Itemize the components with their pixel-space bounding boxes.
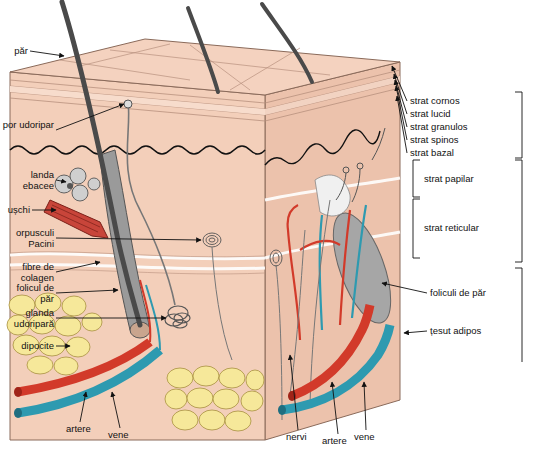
layer-label: strat papilar (424, 173, 514, 184)
nerve-label: nervi (286, 431, 320, 442)
pore-label: por udoripar (2, 119, 54, 130)
collagen-label: fibre de colagen (2, 261, 54, 283)
follicle-label: folicul de păr (2, 282, 54, 304)
follicle-label: foliculi de păr (430, 287, 520, 298)
hair-label: păr (2, 45, 28, 56)
layer-label: strat cornos (410, 95, 510, 106)
layer-label: strat spinos (410, 134, 510, 145)
gland-label: glanda udoripară (2, 307, 54, 329)
tissue-label: țesut adipos (430, 325, 520, 336)
layer-label: strat reticular (424, 222, 514, 233)
layer-label: strat bazal (410, 147, 510, 158)
layer-label: strat granulos (410, 121, 510, 132)
vessel-label: vene (108, 429, 142, 440)
muscle-label: ușchi (2, 204, 30, 215)
gland-label: landa ebacee (2, 169, 54, 191)
layer-label: strat lucid (410, 108, 510, 119)
vessel-label: vene (354, 431, 388, 442)
adipocyte-label: dipocite (2, 340, 54, 351)
vessel-label: artere (66, 423, 106, 434)
corpuscle-label: orpusculi Pacini (2, 227, 54, 249)
